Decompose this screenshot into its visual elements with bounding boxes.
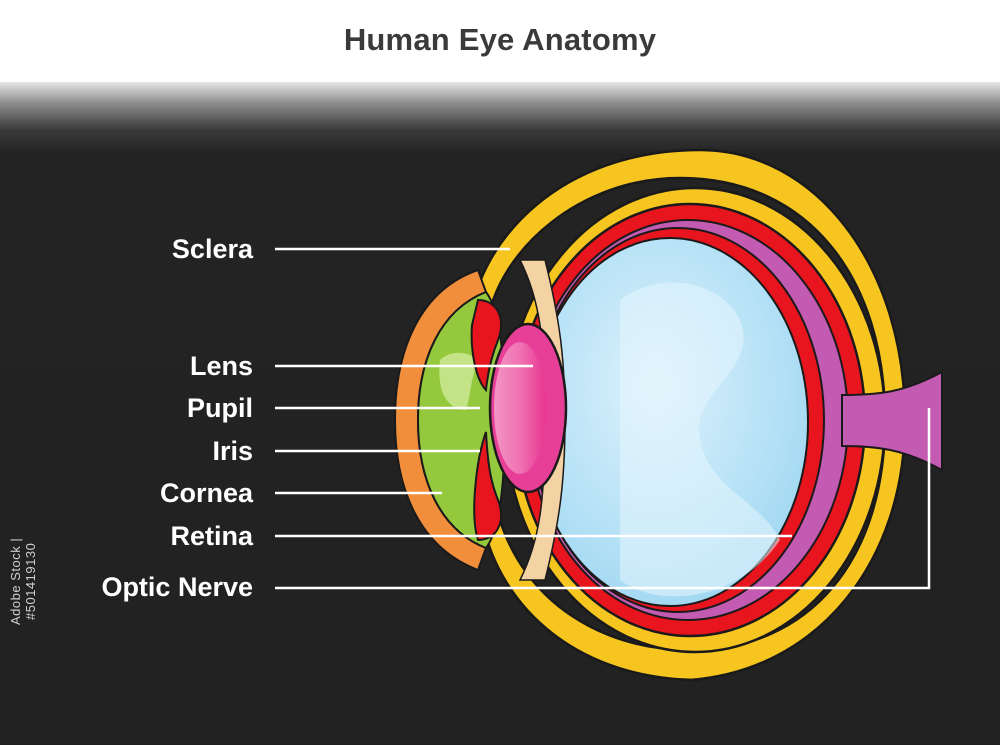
label-pupil: Pupil — [187, 393, 253, 423]
optic-nerve — [841, 370, 943, 472]
label-iris: Iris — [212, 436, 253, 466]
header: Human Eye Anatomy — [0, 0, 1000, 82]
label-retina: Retina — [170, 521, 253, 551]
page-title: Human Eye Anatomy — [343, 22, 657, 57]
label-lens: Lens — [189, 351, 253, 381]
iris-upper — [470, 298, 503, 393]
label-cornea: Cornea — [159, 478, 253, 508]
stock-id-watermark: Adobe Stock | #501419130 — [8, 537, 38, 625]
lens-inner — [494, 342, 546, 474]
leader-line-optic-nerve — [275, 408, 931, 590]
iris-lower — [473, 431, 503, 542]
label-optic-nerve: Optic Nerve — [101, 572, 253, 602]
vitreous-highlight — [620, 282, 780, 597]
label-sclera: Sclera — [171, 234, 253, 264]
